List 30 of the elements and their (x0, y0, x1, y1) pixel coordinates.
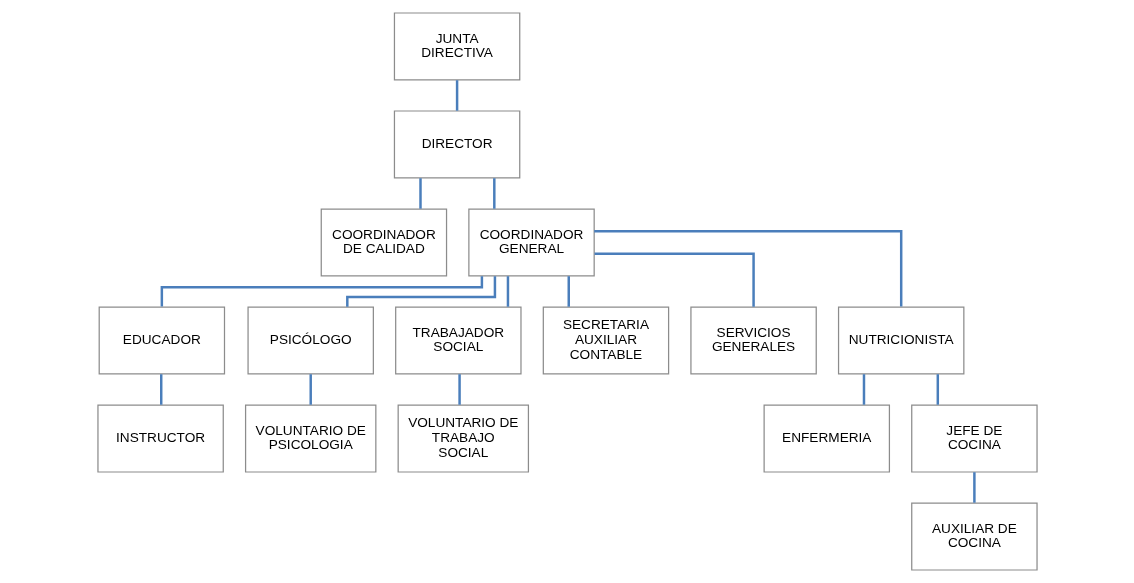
node-box: INSTRUCTOR (96, 404, 224, 473)
node-box: ENFERMERIA (763, 404, 890, 473)
connector (594, 252, 755, 307)
node-box: DIRECTOR (393, 110, 520, 179)
node-box: EDUCADOR (98, 306, 225, 375)
connector (455, 80, 458, 111)
connector (418, 178, 422, 209)
node-box: COORDINADOR GENERAL (467, 208, 595, 277)
connector (492, 178, 496, 209)
node-box: JEFE DE COCINA (910, 404, 1038, 473)
node-box: TRABAJADOR SOCIAL (394, 306, 522, 375)
node-box: PSICÓLOGO (246, 306, 374, 375)
connector (308, 374, 312, 405)
connector (457, 374, 461, 405)
node-box: SERVICIOS GENERALES (689, 306, 817, 375)
connector (567, 276, 570, 307)
node-box: VOLUNTARIO DE TRABAJO SOCIAL (397, 404, 529, 473)
connector (862, 374, 865, 405)
connector (506, 276, 509, 307)
connector (936, 374, 939, 405)
node-box: SECRETARIA AUXILIAR CONTABLE (542, 306, 669, 375)
connector (972, 472, 976, 503)
node-box: AUXILIAR DE COCINA (910, 502, 1038, 571)
node-box: NUTRICIONISTA (837, 306, 964, 375)
node-box: JUNTA DIRECTIVA (393, 12, 520, 81)
node-box: COORDINADOR DE CALIDAD (320, 208, 447, 277)
node-box: VOLUNTARIO DE PSICOLOGIA (244, 404, 376, 473)
connector (593, 230, 902, 307)
connector (159, 374, 162, 405)
connector (345, 276, 496, 307)
